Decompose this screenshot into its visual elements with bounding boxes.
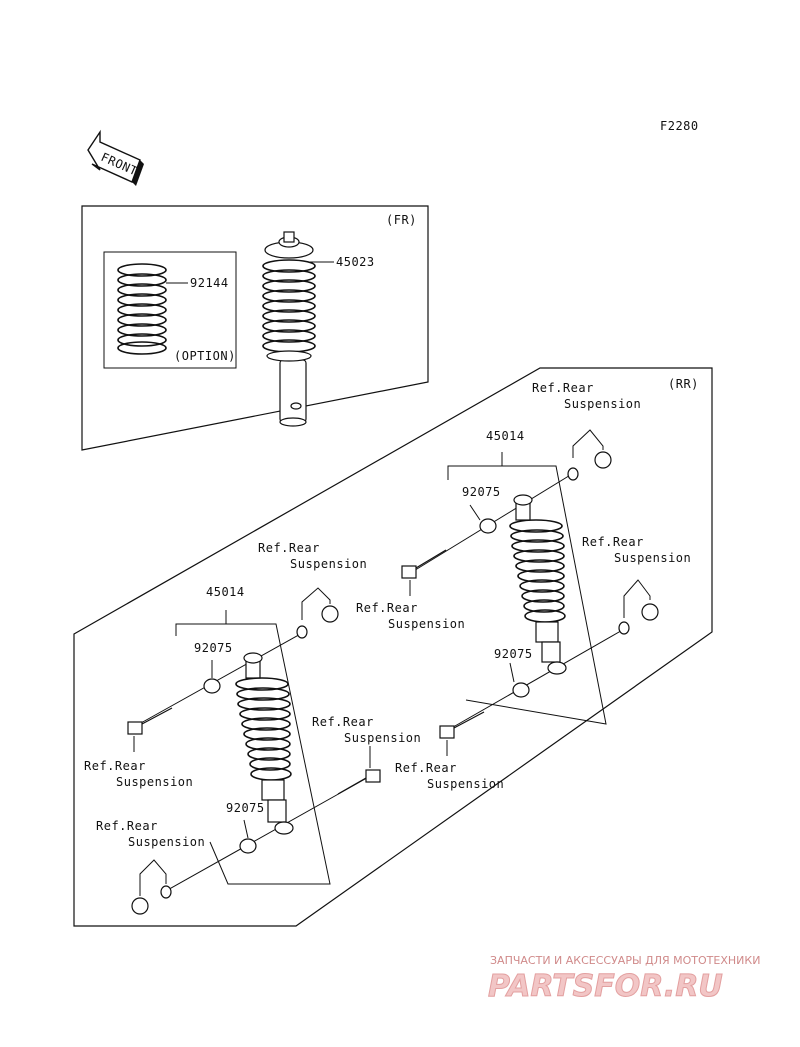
rear-left-ref-bolt-bottom-2: Suspension xyxy=(344,731,421,745)
front-shock-part-number: 45023 xyxy=(336,255,375,269)
rear-right-shock-part-number: 45014 xyxy=(486,429,525,443)
rear-section-tag: (RR) xyxy=(668,377,699,391)
option-box xyxy=(103,251,237,369)
watermark: ЗАПЧАСТИ И АКСЕССУАРЫ ДЛЯ МОТОТЕХНИКИ PA… xyxy=(488,954,761,1005)
rear-right-ref-top-1: Ref.Rear xyxy=(532,381,594,395)
rear-right-bushing-top-part-number: 92075 xyxy=(462,485,501,499)
rear-right-ref-bolt-top-2: Suspension xyxy=(388,617,465,631)
bushing-icon xyxy=(239,838,257,854)
bushing-icon xyxy=(479,518,497,534)
rear-left-ref-bolt-bottom-1: Ref.Rear xyxy=(312,715,374,729)
rear-left-bushing-top-part-number: 92075 xyxy=(194,641,233,655)
rear-left-ref-bolt-top-1: Ref.Rear xyxy=(84,759,146,773)
front-section: (FR) (OPTION) 92144 xyxy=(81,205,429,451)
front-shock-absorber-icon xyxy=(262,231,316,427)
bushing-icon xyxy=(512,682,530,698)
nut-icon xyxy=(131,897,149,915)
coil-spring-icon xyxy=(117,263,167,355)
rear-section-frame xyxy=(73,367,713,927)
rear-right-ref-bolt-bottom-2: Suspension xyxy=(427,777,504,791)
rear-right-ref-mid-2: Suspension xyxy=(614,551,691,565)
rear-right-ref-bolt-top-1: Ref.Rear xyxy=(356,601,418,615)
rear-left-ref-top-2: Suspension xyxy=(290,557,367,571)
bushing-icon xyxy=(203,678,221,694)
rear-left-shock-part-number: 45014 xyxy=(206,585,245,599)
rear-right-bolt-bottom-icon xyxy=(439,711,485,739)
rear-right-shock-absorber-icon xyxy=(509,494,567,675)
watermark-tagline: ЗАПЧАСТИ И АКСЕССУАРЫ ДЛЯ МОТОТЕХНИКИ xyxy=(490,954,760,967)
nut-icon xyxy=(594,451,612,469)
front-section-frame xyxy=(81,205,429,451)
nut-icon xyxy=(321,605,339,623)
rear-right-bracket xyxy=(447,465,607,725)
rear-left-ref-nut-bottom-2: Suspension xyxy=(128,835,205,849)
rear-left-assembly: 45014 xyxy=(84,541,421,915)
nut-icon xyxy=(641,603,659,621)
rear-left-bushing-bottom-part-number: 92075 xyxy=(226,801,265,815)
rear-left-shock-absorber-icon xyxy=(235,652,294,835)
rear-right-ref-mid-1: Ref.Rear xyxy=(582,535,644,549)
rear-section: (RR) 45014 xyxy=(73,367,713,927)
washer-icon xyxy=(618,621,630,635)
rear-left-ref-bolt-top-2: Suspension xyxy=(116,775,193,789)
front-arrow-icon: FRONT xyxy=(87,129,144,186)
option-tag: (OPTION) xyxy=(174,349,236,363)
washer-icon xyxy=(296,625,308,639)
rear-right-bushing-bottom-part-number: 92075 xyxy=(494,647,533,661)
rear-left-bolt-top-icon xyxy=(127,707,173,735)
rear-right-assembly: 45014 xyxy=(356,381,691,791)
rear-left-bolt-bottom-icon xyxy=(337,769,381,795)
rear-right-ref-top-2: Suspension xyxy=(564,397,641,411)
front-spring-part-number: 92144 xyxy=(190,276,229,290)
washer-icon xyxy=(567,467,579,481)
watermark-brand: PARTSFOR.RU xyxy=(488,969,723,1004)
rear-left-ref-nut-bottom-1: Ref.Rear xyxy=(96,819,158,833)
figure-code: F2280 xyxy=(660,119,699,133)
rear-left-ref-top-1: Ref.Rear xyxy=(258,541,320,555)
rear-right-ref-bolt-bottom-1: Ref.Rear xyxy=(395,761,457,775)
front-section-tag: (FR) xyxy=(386,213,417,227)
washer-icon xyxy=(160,885,172,899)
rear-right-bolt-top-icon xyxy=(401,549,447,579)
rear-left-bracket xyxy=(175,623,331,885)
